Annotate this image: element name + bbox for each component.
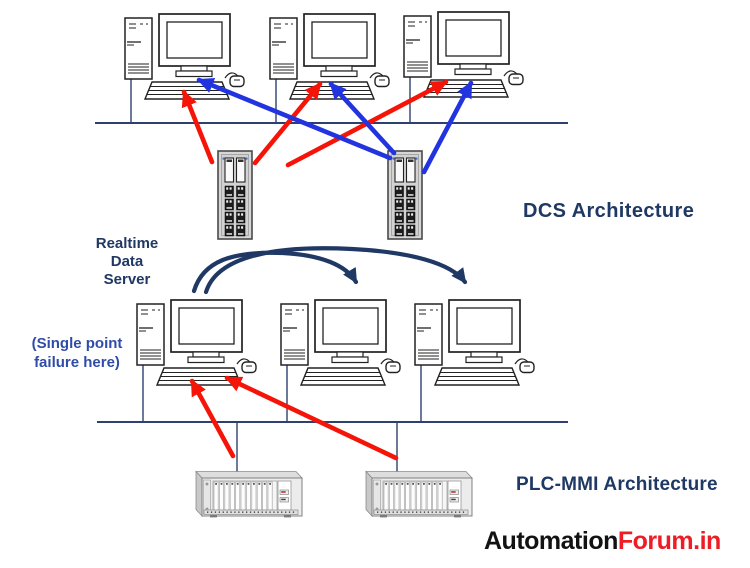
blue-arrow-3	[421, 80, 474, 175]
workstation-icon-server	[136, 299, 257, 386]
brand-forum-in: Forum.in	[617, 527, 721, 555]
plc-rack-icon-1	[196, 472, 302, 518]
workstation-icon-mid-3	[414, 299, 535, 386]
plc-single-point-links	[189, 375, 399, 461]
single-point-failure-label: (Single point failure here)	[31, 335, 123, 371]
workstation-icon-mid-2	[280, 299, 401, 386]
blue-redundant-links	[196, 77, 474, 175]
network-switch-icon-right	[388, 151, 422, 239]
plc-rack-icon-2	[366, 472, 472, 518]
blue-arrow-1	[196, 77, 393, 161]
plc-mmi-architecture-label: PLC-MMI Architecture	[516, 474, 718, 495]
data-flow-arc-2	[203, 246, 468, 295]
red-arrow-1	[181, 89, 215, 165]
workstation-icon-top-2	[269, 13, 390, 100]
workstation-icon-top-3	[403, 11, 524, 98]
data-flow-arc-1	[191, 250, 359, 294]
red-arrow-2	[252, 81, 323, 166]
red-arrow-plc2	[224, 375, 399, 461]
brand-automation: Automation	[484, 527, 618, 555]
realtime-data-server-label: Realtime Data Server	[95, 235, 159, 288]
server-data-flow-arcs	[191, 246, 468, 295]
dcs-architecture-label: DCS Architecture	[523, 200, 695, 222]
blue-arrow-2	[328, 81, 397, 156]
workstation-icon-top-1	[124, 13, 245, 100]
red-arrow-plc1	[189, 378, 236, 459]
brand-logo: AutomationForum.in	[484, 527, 721, 556]
network-switch-icon-left	[218, 151, 252, 239]
